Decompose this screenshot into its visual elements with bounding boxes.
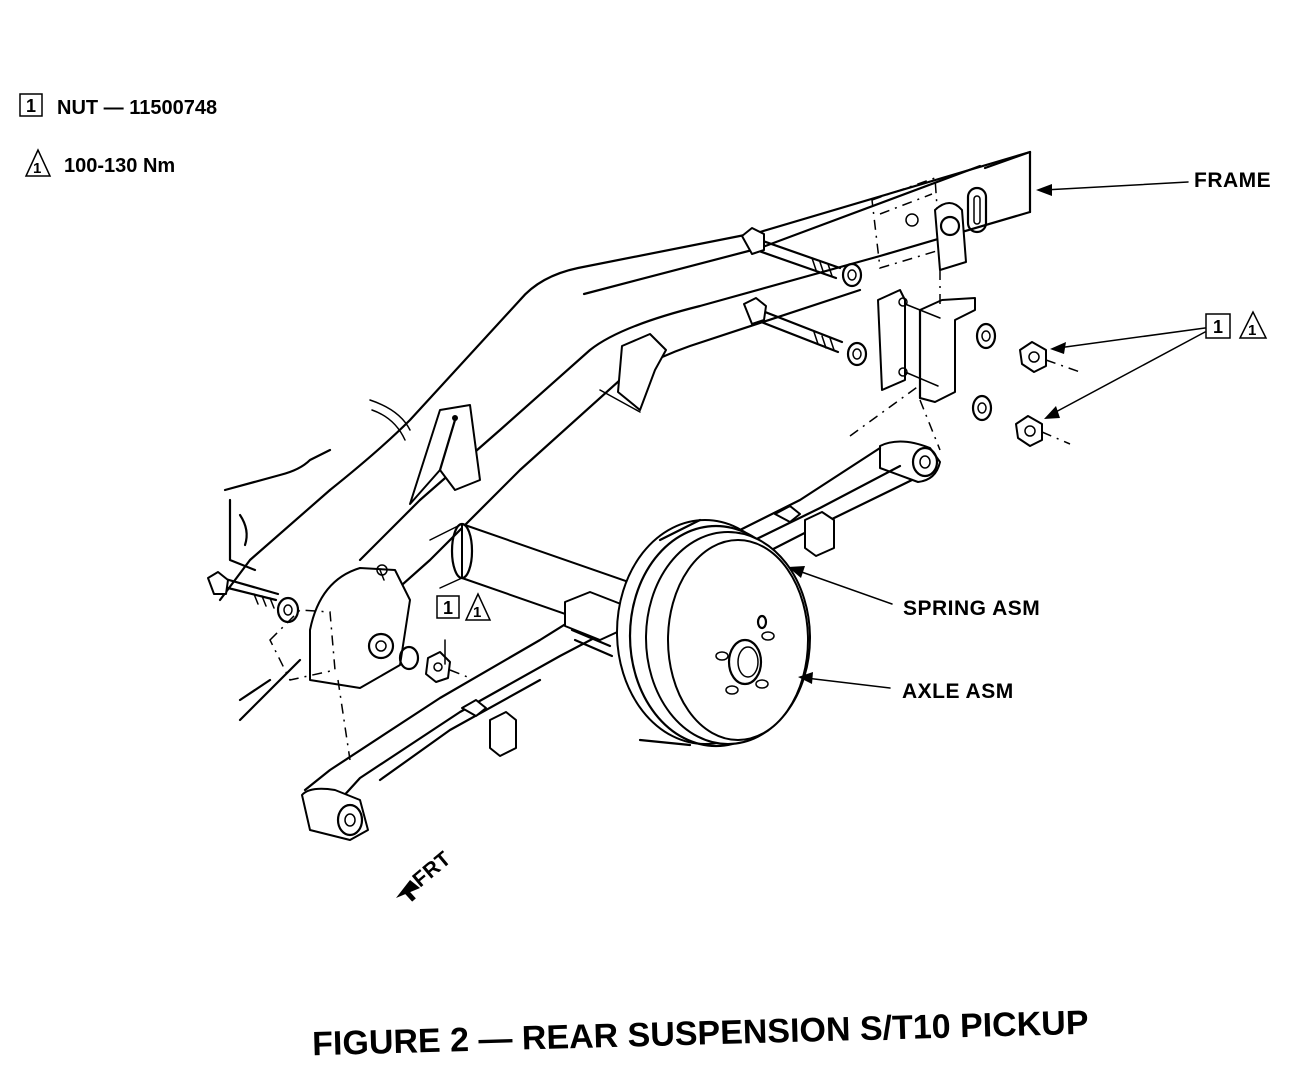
front-direction-indicator: FRT — [396, 847, 456, 902]
label-frame-text: FRAME — [1194, 169, 1271, 192]
figure-caption: FIGURE 2 — REAR SUSPENSION S/T10 PICKUP — [312, 1004, 1089, 1064]
legend-nut: 1 NUT — 11500748 — [19, 93, 217, 119]
rear-nut-callout: 1 1 — [1044, 310, 1268, 419]
rear-upper-bolt — [741, 227, 863, 288]
front-spring-hanger — [409, 404, 481, 505]
front-callout-symbol: 1 — [443, 598, 453, 618]
label-frame: FRAME — [1036, 169, 1271, 196]
front-nut-callout: 1 1 — [436, 592, 492, 621]
label-spring: SPRING ASM — [788, 566, 1040, 620]
front-shackle-bracket — [269, 564, 411, 689]
rear-callout-symbol: 1 — [1213, 317, 1223, 337]
body-mount-left — [223, 399, 411, 572]
legend-torque-text: 100-130 Nm — [64, 155, 175, 177]
rear-shackle-hardware — [849, 270, 1081, 451]
label-axle: AXLE ASM — [798, 672, 1014, 703]
rear-lower-bolt — [743, 297, 868, 367]
front-bolt-assembly — [207, 571, 471, 683]
rear-callout-torque-symbol: 1 — [1248, 322, 1256, 339]
rear-shackle — [877, 289, 976, 403]
legend-torque-symbol: 1 — [33, 160, 41, 177]
legend-nut-symbol: 1 — [26, 96, 36, 116]
front-callout-torque-symbol: 1 — [473, 604, 481, 621]
legend-torque: 1 100-130 Nm — [24, 148, 175, 177]
label-axle-text: AXLE ASM — [902, 680, 1014, 703]
label-spring-text: SPRING ASM — [903, 597, 1040, 620]
frame-bracket-center — [599, 333, 667, 413]
brake-drum — [616, 518, 811, 748]
legend-nut-text: NUT — 11500748 — [57, 97, 217, 119]
frame-rail — [218, 150, 1032, 722]
